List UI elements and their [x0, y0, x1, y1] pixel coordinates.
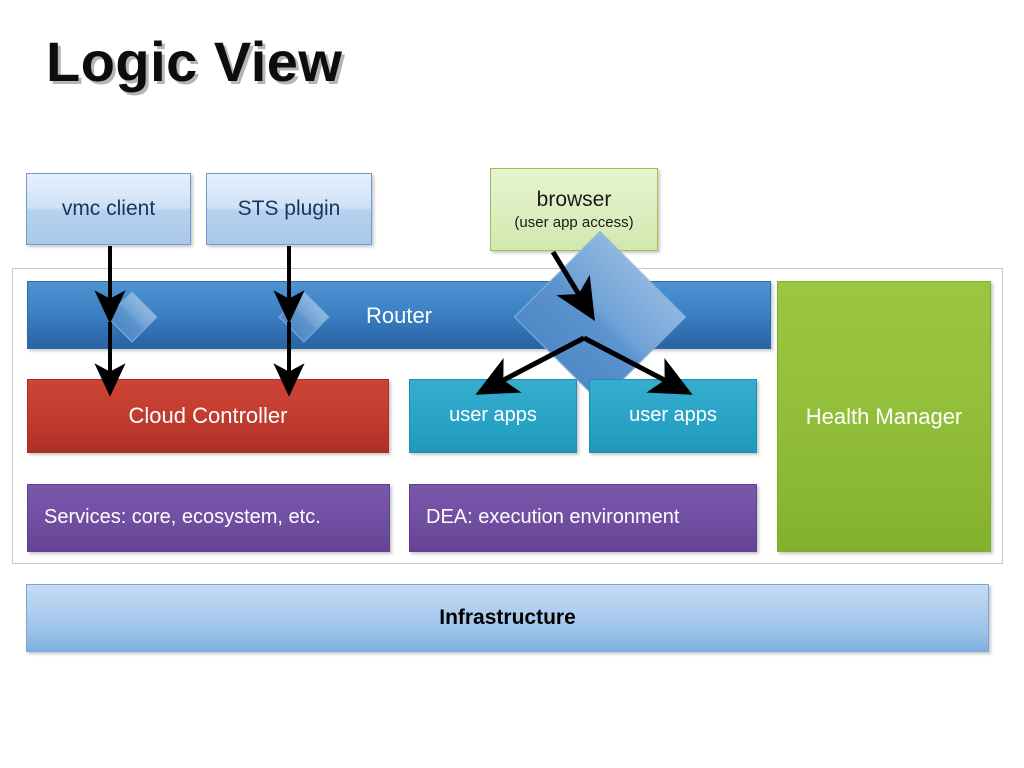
node-sts-plugin[interactable]: STS plugin: [206, 173, 372, 245]
page-title: Logic View: [46, 30, 343, 93]
node-cloud-controller[interactable]: Cloud Controller: [27, 379, 389, 453]
node-label: Infrastructure: [439, 605, 576, 629]
browser-label: browser: [536, 187, 612, 211]
node-dea[interactable]: DEA: execution environment: [409, 484, 757, 552]
browser-sublabel: (user app access): [514, 213, 634, 231]
node-health-manager[interactable]: Health Manager: [777, 281, 991, 552]
node-services[interactable]: Services: core, ecosystem, etc.: [27, 484, 390, 552]
node-label: Services: core, ecosystem, etc.: [44, 506, 321, 529]
node-label: vmc client: [61, 196, 156, 220]
node-label: user apps: [629, 404, 717, 427]
node-vmc-client[interactable]: vmc client: [26, 173, 191, 245]
node-user-apps-2[interactable]: user apps: [589, 379, 757, 453]
node-user-apps-1[interactable]: user apps: [409, 379, 577, 453]
node-label: Cloud Controller: [128, 403, 288, 429]
node-infrastructure[interactable]: Infrastructure: [26, 584, 989, 652]
node-label: STS plugin: [237, 196, 341, 220]
node-label: Health Manager: [805, 403, 963, 429]
node-browser[interactable]: browser (user app access): [490, 168, 658, 251]
node-label: DEA: execution environment: [426, 506, 680, 529]
platform-container: Router Cloud Controller user apps user a…: [12, 230, 1003, 564]
node-label: Router: [365, 303, 433, 328]
node-label: user apps: [449, 404, 537, 427]
node-router[interactable]: Router: [27, 230, 771, 404]
